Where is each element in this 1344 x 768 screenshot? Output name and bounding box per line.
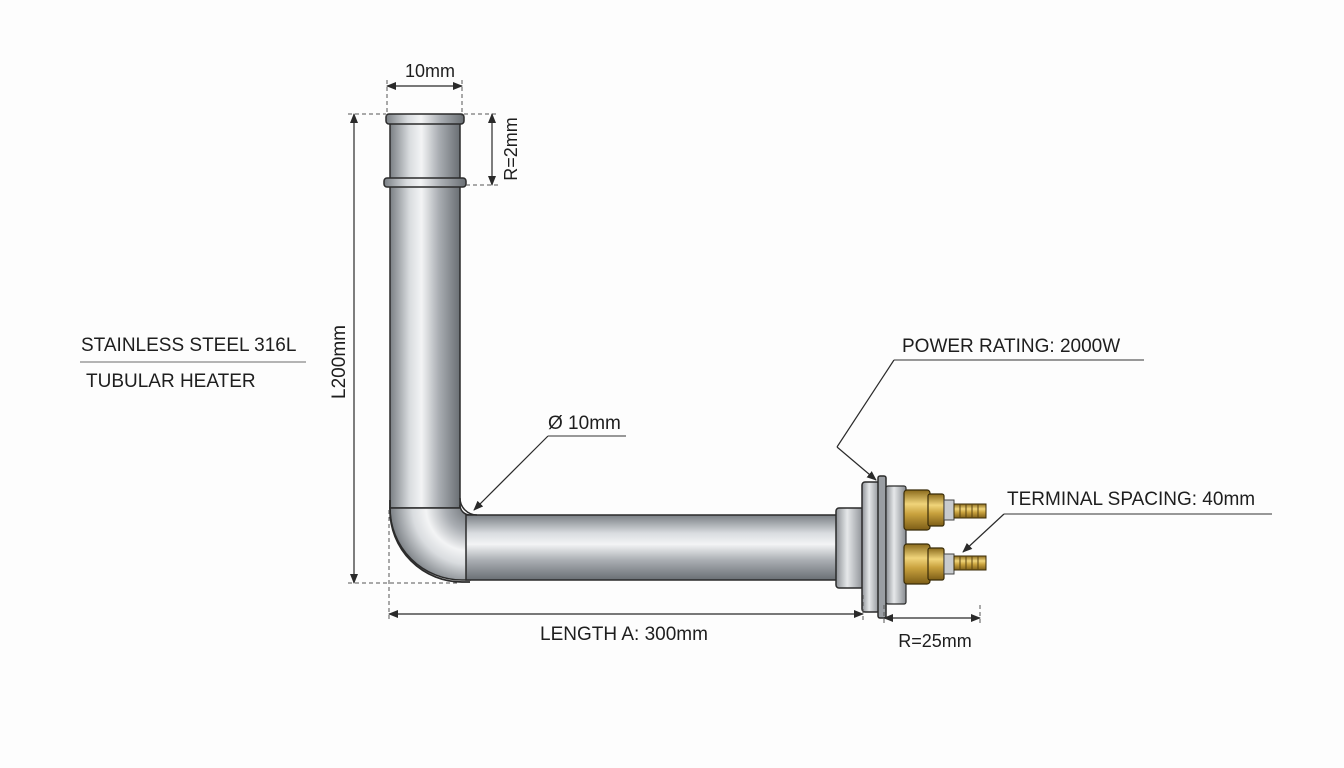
dimension-flange-radius: R=25mm: [883, 605, 981, 651]
terminal-spacing-label: TERMINAL SPACING: 40mm: [1007, 489, 1255, 510]
horizontal-length-label: LENGTH A: 300mm: [540, 624, 708, 645]
vertical-length-label: L200mm: [329, 325, 350, 399]
mounting-flange: [835, 475, 907, 619]
title-line-1: STAINLESS STEEL 316L: [81, 335, 296, 356]
tube-bend: [389, 504, 471, 581]
dimension-vertical-length: L200mm: [329, 113, 460, 584]
heater-tube: [389, 121, 839, 583]
tube-diameter-label: Ø 10mm: [548, 413, 621, 434]
title-line-2: TUBULAR HEATER: [86, 371, 256, 392]
dimension-horizontal-length: LENGTH A: 300mm: [388, 510, 864, 645]
power-rating-label: POWER RATING: 2000W: [902, 336, 1120, 357]
tube-end-cap: [383, 113, 467, 188]
terminal-bottom: [903, 543, 987, 585]
callout-terminal-spacing: TERMINAL SPACING: 40mm: [962, 489, 1272, 553]
horizontal-tube-leg: [465, 514, 839, 581]
terminal-top: [903, 489, 987, 531]
dimension-cap-radius: R=2mm: [464, 113, 521, 186]
cap-radius-label: R=2mm: [501, 117, 521, 181]
callout-tube-diameter: Ø 10mm: [473, 413, 626, 511]
flange-radius-label: R=25mm: [898, 631, 972, 651]
dimension-top-width: 10mm: [386, 61, 463, 116]
top-width-label: 10mm: [405, 61, 455, 81]
title-block: STAINLESS STEEL 316L TUBULAR HEATER: [80, 335, 306, 392]
callout-power-rating: POWER RATING: 2000W: [836, 336, 1144, 481]
